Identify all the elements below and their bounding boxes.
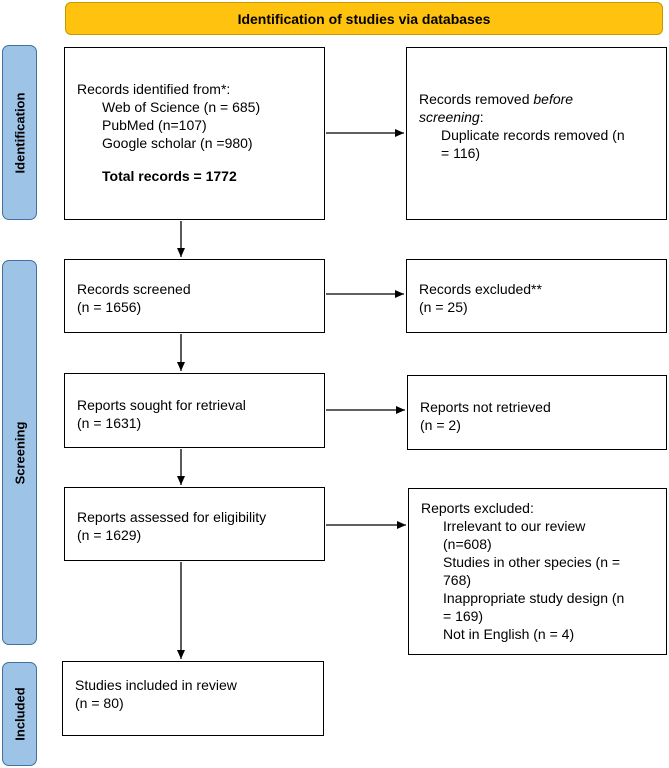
studies-included-box: Studies included in review (n = 80): [62, 661, 324, 736]
reports-not-retrieved-box: Reports not retrieved (n = 2): [407, 375, 667, 450]
source-pubmed: PubMed (n=107): [102, 117, 207, 133]
records-screened-label: Records screened: [77, 281, 191, 297]
records-screened-box: Records screened (n = 1656): [64, 259, 325, 333]
reports-assessed-box: Reports assessed for eligibility (n = 16…: [64, 487, 325, 561]
reports-assessed-count: (n = 1629): [77, 527, 142, 543]
excluded-reason-line: Inappropriate study design (n: [443, 590, 625, 606]
header-banner: Identification of studies via databases: [65, 2, 663, 35]
duplicate-records-line2: = 116): [441, 145, 481, 161]
excluded-reason-line: (n=608): [443, 536, 492, 552]
reports-sought-count: (n = 1631): [77, 415, 142, 431]
records-identified-intro: Records identified from*:: [77, 81, 231, 97]
reports-excluded-box: Reports excluded: Irrelevant to our revi…: [408, 488, 667, 655]
records-removed-box: Records removed before screening: Duplic…: [406, 47, 667, 220]
source-web-of-science: Web of Science (n = 685): [102, 99, 261, 115]
reports-sought-label: Reports sought for retrieval: [77, 397, 246, 413]
source-google-scholar: Google scholar (n =980): [102, 135, 253, 151]
records-removed-heading: Records removed before: [419, 91, 574, 107]
reports-assessed-label: Reports assessed for eligibility: [77, 509, 267, 525]
excluded-reason-line: = 169): [443, 608, 484, 624]
records-excluded-label: Records excluded**: [419, 281, 542, 297]
reports-not-retrieved-label: Reports not retrieved: [420, 399, 551, 415]
excluded-reason-line: Not in English (n = 4): [443, 626, 575, 642]
studies-included-count: (n = 80): [75, 695, 124, 711]
records-excluded-count: (n = 25): [419, 299, 468, 315]
records-excluded-box: Records excluded** (n = 25): [406, 259, 667, 333]
phase-identification: Identification: [2, 45, 37, 220]
header-title: Identification of studies via databases: [237, 10, 491, 27]
total-records: Total records = 1772: [102, 168, 237, 184]
phase-screening: Screening: [2, 260, 37, 645]
excluded-reason-line: Studies in other species (n =: [443, 554, 621, 570]
duplicate-records-line1: Duplicate records removed (n: [441, 127, 625, 143]
reports-excluded-label: Reports excluded:: [421, 500, 534, 516]
records-identified-box: Records identified from*: Web of Science…: [64, 47, 325, 220]
phase-included: Included: [2, 662, 37, 766]
records-screened-count: (n = 1656): [77, 299, 142, 315]
excluded-reason-line: Irrelevant to our review: [443, 518, 586, 534]
reports-not-retrieved-count: (n = 2): [420, 417, 461, 433]
excluded-reason-line: 768): [443, 572, 472, 588]
records-removed-heading-end: screening:: [419, 109, 484, 125]
studies-included-label: Studies included in review: [75, 677, 237, 693]
reports-sought-box: Reports sought for retrieval (n = 1631): [64, 373, 325, 448]
